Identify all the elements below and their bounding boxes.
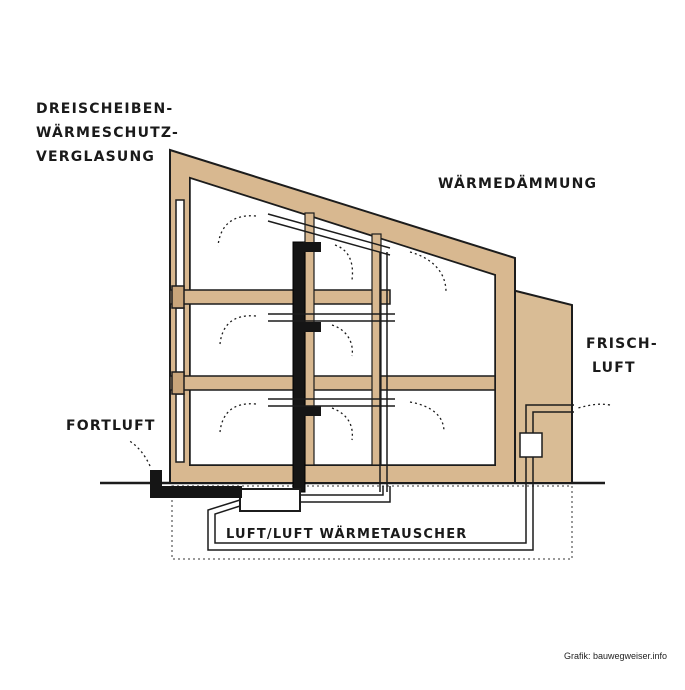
window-glazing [175,199,185,463]
heat-exchanger-label: LUFT/LUFT WÄRMETAUSCHER [226,527,468,542]
exhaust-air-label: FORTLUFT [66,418,156,434]
supply-air-pipes [267,213,395,492]
fresh-air-label-line1: FRISCH- [586,336,658,352]
exhaust-duct-vertical [292,241,306,493]
basement-ducts [207,462,534,551]
fresh-air-filter-box [519,432,543,458]
glazing-label-line3: VERGLASUNG [36,149,156,165]
image-credit: Grafik: bauwegweiser.info [564,651,668,661]
airflow-arrows [127,215,611,467]
floor-slabs [169,285,496,395]
insulation-label: WÄRMEDÄMMUNG [438,176,598,192]
glazing-label-line1: DREISCHEIBEN- [36,101,174,117]
heat-exchanger-box [239,488,301,512]
glazing-label-line2: WÄRMESCHUTZ- [36,125,180,141]
basement-dotted-outline [171,485,573,560]
exhaust-outlet-duct [150,486,242,498]
fresh-air-label-line2: LUFT [592,360,636,376]
